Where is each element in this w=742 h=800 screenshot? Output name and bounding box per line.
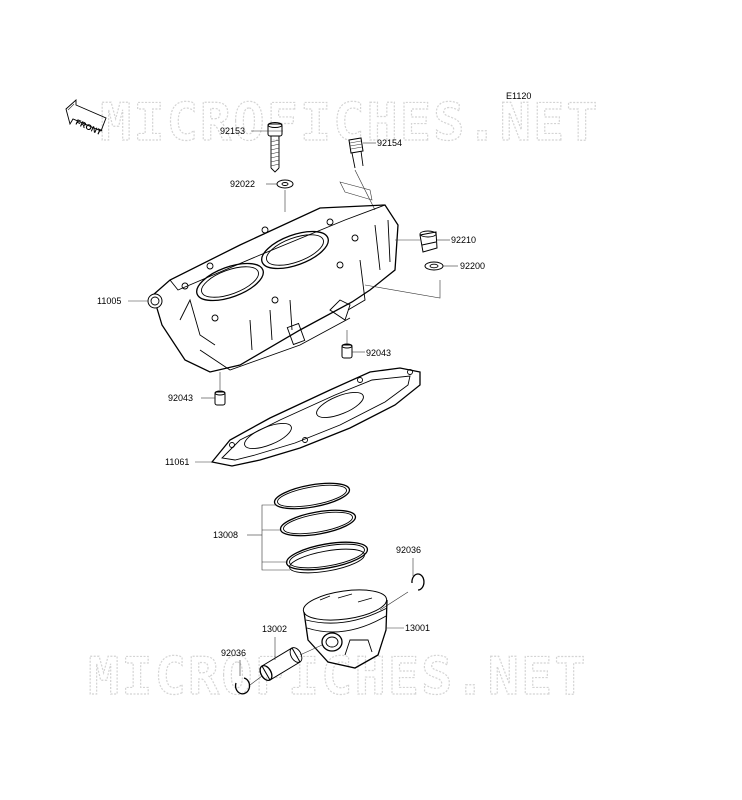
part-label-92200: 92200 — [460, 261, 485, 271]
washer-92022 — [276, 179, 294, 189]
piston-13001 — [302, 589, 388, 669]
part-label-92022: 92022 — [230, 179, 255, 189]
piston-pin-13002 — [259, 647, 303, 682]
part-label-92153: 92153 — [220, 126, 245, 136]
part-label-13001: 13001 — [405, 623, 430, 633]
part-label-11005: 11005 — [97, 296, 121, 306]
cylinder-block-11005 — [152, 204, 399, 373]
circlip-92036-right — [411, 573, 425, 591]
part-label-13002: 13002 — [262, 624, 287, 634]
part-label-92154: 92154 — [377, 138, 402, 148]
fitting-92210 — [419, 230, 438, 253]
bolt-92153 — [267, 122, 283, 173]
part-label-92043-left: 92043 — [168, 393, 193, 403]
washer-92200 — [424, 261, 444, 271]
circlip-92036-left — [234, 677, 251, 695]
part-label-92043-right: 92043 — [366, 348, 391, 358]
piston-rings-13008 — [273, 482, 369, 574]
diagram-code: E1120 — [506, 91, 531, 101]
dowel-92043-left — [214, 390, 226, 406]
part-label-92210: 92210 — [451, 235, 476, 245]
part-label-92036-right: 92036 — [396, 545, 421, 555]
part-label-11061: 11061 — [165, 457, 189, 467]
front-label: FRONT — [74, 118, 103, 137]
bolt-92154 — [348, 137, 364, 169]
hose-fitting — [147, 293, 163, 309]
watermark-top: MICROFICHES.NET — [100, 93, 600, 153]
dowel-92043-right — [341, 343, 353, 359]
part-label-92036-left: 92036 — [221, 648, 246, 658]
part-label-13008: 13008 — [213, 530, 238, 540]
gasket-11061 — [210, 367, 421, 467]
watermark-bottom: MICROFICHES.NET — [88, 647, 588, 707]
